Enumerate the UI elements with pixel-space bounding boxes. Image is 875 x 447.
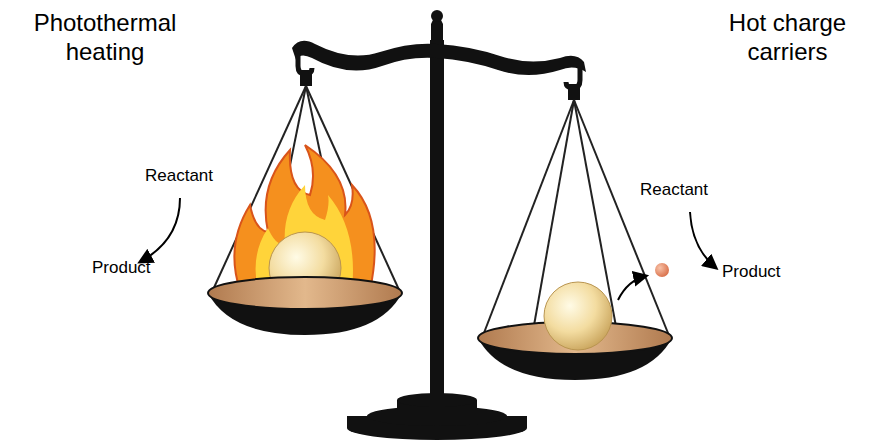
- reactant-label: Reactant: [145, 166, 213, 186]
- reaction-arrow: [140, 198, 180, 262]
- section-heading: Hot charge carriers: [705, 8, 870, 66]
- reactant-label: Reactant: [640, 180, 708, 200]
- left-pan: [208, 277, 402, 335]
- emission-arrow: [618, 276, 646, 300]
- stand: [347, 10, 527, 440]
- catalyst-particle: [544, 282, 612, 350]
- product-label: Product: [722, 262, 781, 282]
- product-label: Product: [92, 258, 151, 278]
- beam: [292, 41, 586, 75]
- left-strings: [212, 86, 400, 304]
- hot-carrier: [655, 263, 669, 277]
- reaction-arrow: [690, 212, 716, 268]
- section-heading: Photothermal heating: [5, 8, 205, 66]
- hooks: [298, 52, 580, 88]
